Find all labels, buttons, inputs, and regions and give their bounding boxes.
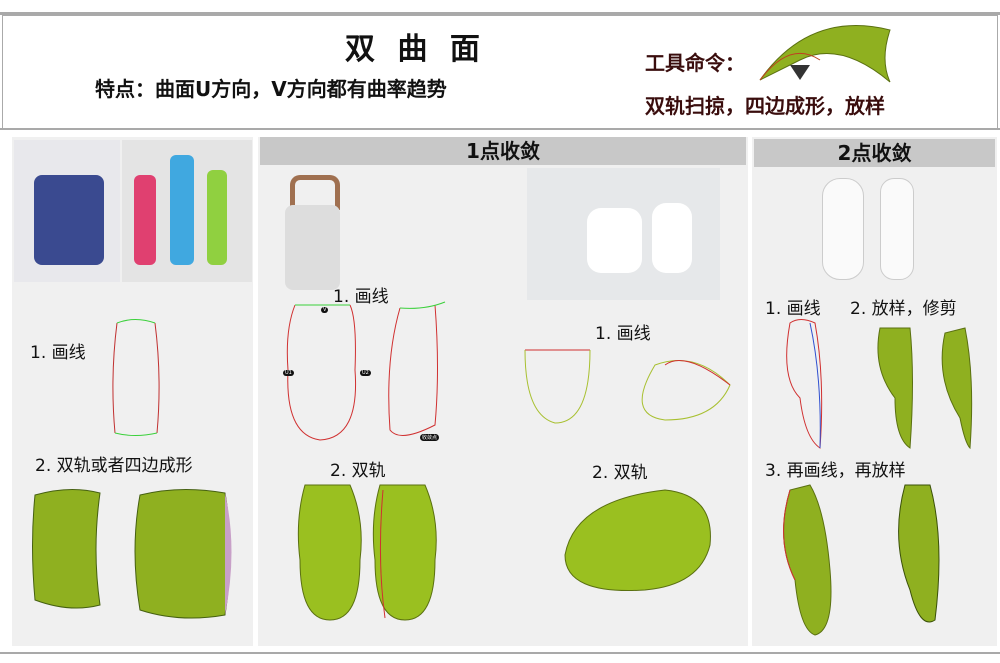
- middle-b-surface: [564, 489, 711, 592]
- middle-a-surfaces: [297, 484, 437, 621]
- bottom-divider: [0, 652, 1000, 654]
- right-header: 2点收敛: [754, 139, 995, 167]
- device-photo-side: [880, 178, 914, 280]
- page-title: 双 曲 面: [345, 32, 486, 67]
- tag-v: V: [321, 307, 329, 313]
- device-photo-front: [822, 178, 864, 280]
- shaver-photo: [122, 140, 252, 282]
- right-row2: [783, 484, 940, 636]
- middle-a-curves: [286, 301, 446, 441]
- right-step1: 1. 画线: [765, 299, 821, 319]
- left-surfaces: [32, 488, 232, 619]
- charger-photo: [527, 168, 720, 300]
- right-step3: 3. 再画线，再放样: [765, 461, 906, 481]
- left-curves: [112, 319, 160, 436]
- speaker-photo: [285, 175, 340, 290]
- right-step2: 2. 放样，修剪: [850, 299, 957, 319]
- middle-b-step1: 1. 画线: [595, 324, 651, 344]
- tag-u2: U2: [360, 370, 371, 376]
- suitcase-photo: [14, 140, 120, 282]
- arch-surface-icon: [759, 25, 891, 83]
- feature-text: 特点：曲面U方向，V方向都有曲率趋势: [95, 77, 447, 101]
- left-step2: 2. 双轨或者四边成形: [35, 456, 193, 476]
- middle-a-step1: 1. 画线: [333, 287, 389, 307]
- middle-b-step2: 2. 双轨: [592, 463, 648, 483]
- tool-label: 工具命令：: [645, 51, 745, 75]
- middle-header: 1点收敛: [260, 137, 746, 165]
- middle-b-curves: [524, 349, 731, 424]
- right-row1: [786, 319, 973, 450]
- tag-u1: U1: [283, 370, 294, 376]
- tag-converge: 收敛点: [420, 434, 440, 441]
- middle-a-step2: 2. 双轨: [330, 461, 386, 481]
- left-step1: 1. 画线: [30, 343, 86, 363]
- header-divider: [0, 128, 1000, 130]
- tool-commands: 双轨扫掠，四边成形，放样: [645, 94, 885, 118]
- top-divider: [0, 12, 1000, 15]
